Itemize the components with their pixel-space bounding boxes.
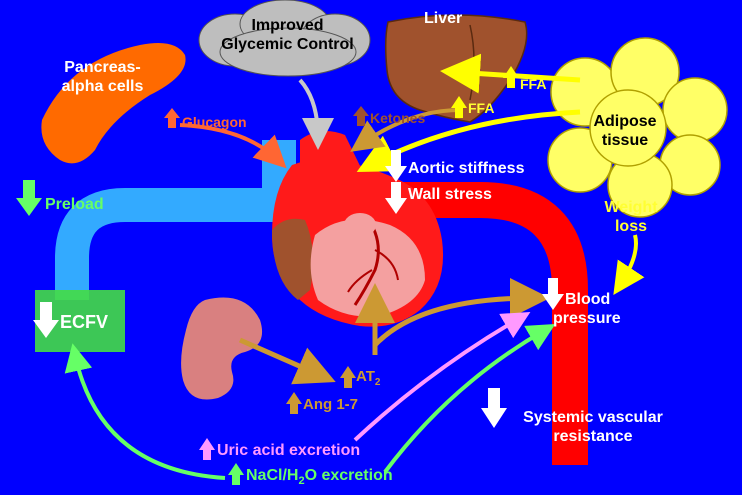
pancreas-line1: Pancreas- xyxy=(64,59,141,76)
pancreas-line2: alpha cells xyxy=(61,78,144,95)
bp-down-arrow xyxy=(542,278,564,310)
wall-stress-label: Wall stress xyxy=(408,186,492,203)
ang17-label: Ang 1-7 xyxy=(303,396,359,413)
preload-label: Preload xyxy=(45,196,104,213)
aortic-stiffness-label: Aortic stiffness xyxy=(408,160,525,177)
nacl-b: O excretion xyxy=(304,467,393,484)
ffa-mid-label: FFA xyxy=(468,100,495,116)
ecfv-label: ECFV xyxy=(60,312,109,332)
at2-main: AT xyxy=(356,368,375,385)
glycemic-arrow xyxy=(298,78,334,150)
kidney-at2-arrow xyxy=(238,337,336,385)
glucagon-up-arrow xyxy=(164,108,180,128)
blood-pressure-label: Blood pressure xyxy=(553,290,621,328)
cloud-line1: Improved xyxy=(251,17,324,34)
blood-line1: Blood xyxy=(565,291,611,308)
blood-line2: pressure xyxy=(553,310,621,327)
cloud-label: Improved Glycemic Control xyxy=(215,16,360,54)
adipose-label: Adipose tissue xyxy=(580,112,670,150)
wall-stress-down-arrow xyxy=(385,182,407,214)
uric-up-arrow xyxy=(199,438,215,460)
uric-bp-arrow xyxy=(353,311,531,442)
cloud-shape xyxy=(198,0,371,77)
at2-sub: 2 xyxy=(374,377,381,388)
at2-label: AT2 xyxy=(356,368,380,388)
vein-tube xyxy=(55,188,300,300)
svr-line1: Systemic vascular xyxy=(523,409,663,426)
pancreas-label: Pancreas- alpha cells xyxy=(50,58,155,96)
svr-down-arrow xyxy=(481,388,507,428)
nacl-a: NaCl/H xyxy=(246,467,299,484)
glucagon-label: Glucagon xyxy=(182,114,247,130)
adipose-line2: tissue xyxy=(601,132,649,149)
ffa-mid-up-arrow xyxy=(451,96,467,118)
weight-line2: loss xyxy=(614,218,647,235)
aortic-down-arrow xyxy=(385,150,407,182)
glucagon-arrow xyxy=(179,123,287,169)
nacl-label: NaCl/H2O excretion xyxy=(246,467,393,487)
uric-label: Uric acid excretion xyxy=(217,442,361,459)
ffa-top-label: FFA xyxy=(520,76,547,92)
kidney-shape xyxy=(181,297,263,400)
nacl-sub: 2 xyxy=(298,475,305,488)
liver-label: Liver xyxy=(424,10,463,27)
weight-line1: Weight xyxy=(604,199,658,216)
adipose-shape xyxy=(547,37,728,218)
at2-bp-arrow xyxy=(373,278,550,347)
svr-line2: resistance xyxy=(553,428,633,445)
at2-up-arrow xyxy=(340,366,356,388)
ffa-top-up-arrow xyxy=(503,66,519,88)
nacl-up-arrow xyxy=(228,463,244,485)
nacl-bp-arrow xyxy=(383,323,556,474)
ketones-label: Ketones xyxy=(370,110,426,126)
cloud-line2: Glycemic Control xyxy=(221,36,354,53)
nacl-ecfv-arrow xyxy=(64,343,226,480)
weight-loss-arrow xyxy=(613,234,645,295)
weight-loss-label: Weight loss xyxy=(592,198,670,236)
ecfv-down-arrow xyxy=(33,302,59,338)
pancreas-shape xyxy=(41,42,186,164)
adipose-line1: Adipose xyxy=(593,113,657,130)
svr-label: Systemic vascular resistance xyxy=(508,408,678,446)
ketones-arrow xyxy=(350,108,461,152)
artery-tube xyxy=(340,182,588,465)
ketones-up-arrow xyxy=(353,106,369,126)
ang17-up-arrow xyxy=(286,392,302,414)
preload-down-arrow xyxy=(16,180,42,216)
